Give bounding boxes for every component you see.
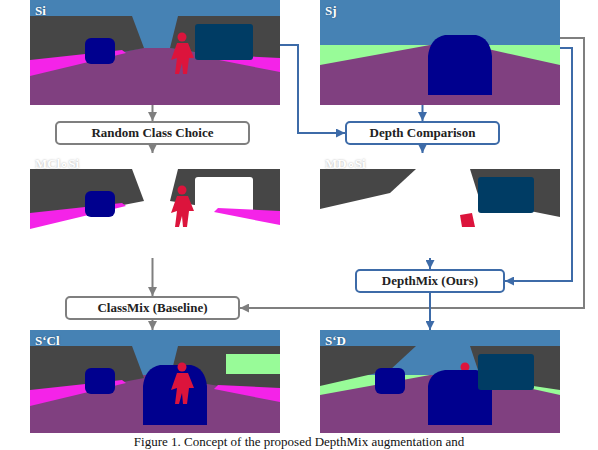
process-box: ClassMix (Baseline)	[65, 296, 240, 320]
flow-arrow	[152, 105, 154, 121]
depthmix-mask	[320, 153, 560, 258]
depthmix-result	[320, 330, 560, 433]
panel-label: MD∘Si	[325, 156, 366, 172]
flow-arrow	[280, 45, 345, 133]
flow-arrow	[429, 293, 431, 330]
panel-label: S‘D	[325, 333, 346, 349]
flow-arrow	[240, 38, 584, 308]
flow-arrow	[429, 258, 431, 269]
flow-arrow	[152, 320, 154, 330]
box-label: DepthMix (Ours)	[382, 273, 478, 289]
classmix-mask	[30, 153, 280, 258]
flow-arrow	[505, 48, 572, 281]
target-segmentation	[320, 0, 560, 105]
flow-arrow	[152, 145, 154, 153]
panel-label: S‘Cl	[35, 333, 60, 349]
flow-arrow	[152, 258, 154, 296]
process-box: Depth Comparison	[345, 121, 500, 145]
panel-label: Sj	[325, 3, 337, 19]
image-panel: MD∘Si	[320, 153, 560, 258]
box-label: ClassMix (Baseline)	[97, 300, 207, 316]
panel-label: MCl∘Si	[35, 156, 79, 172]
image-panel: MCl∘Si	[30, 153, 280, 258]
classmix-result	[30, 330, 280, 433]
process-box: Random Class Choice	[55, 121, 250, 145]
source-segmentation	[30, 0, 280, 105]
image-panel: S‘Cl	[30, 330, 280, 433]
figure-caption: Figure 1. Concept of the proposed DepthM…	[0, 434, 598, 450]
flow-arrow	[422, 145, 424, 153]
flow-arrow	[422, 105, 424, 121]
image-panel: Sj	[320, 0, 560, 105]
image-panel: Si	[30, 0, 280, 105]
panel-label: Si	[35, 3, 46, 19]
box-label: Random Class Choice	[91, 125, 213, 141]
box-label: Depth Comparison	[370, 125, 476, 141]
image-panel: S‘D	[320, 330, 560, 433]
process-box: DepthMix (Ours)	[355, 269, 505, 293]
